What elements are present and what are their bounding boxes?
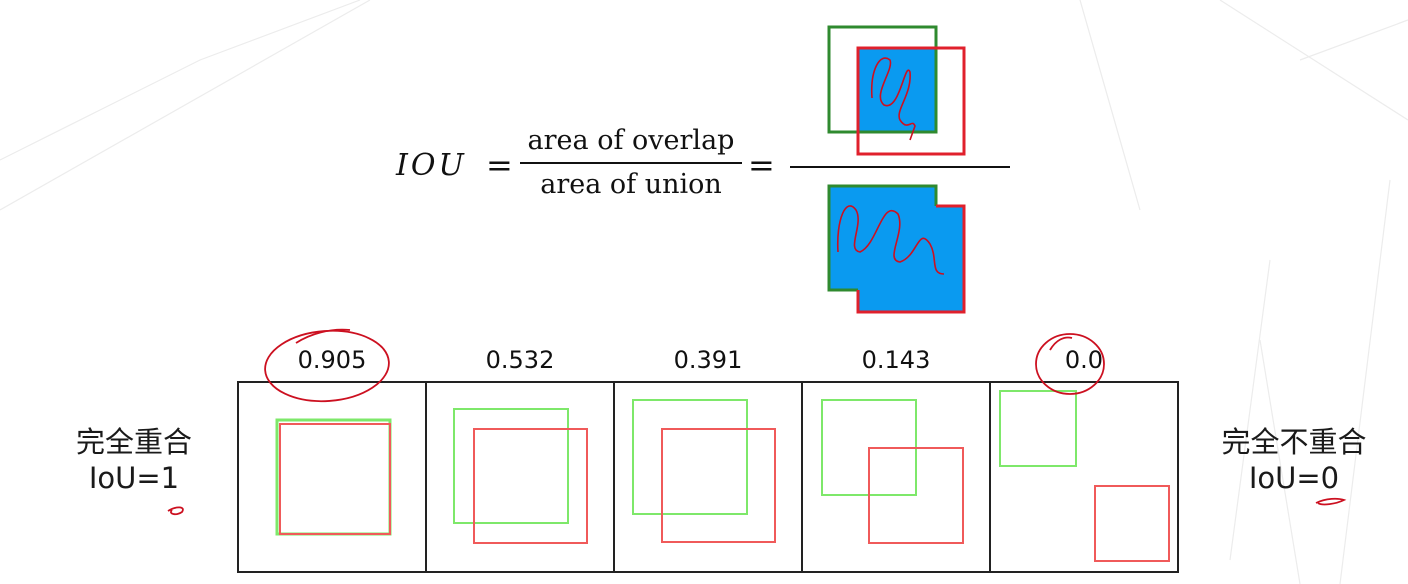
handwritten-annotations [167,328,1347,516]
predicted-box [868,447,964,544]
predicted-box [279,423,391,535]
iou-score: 0.905 [297,346,367,374]
equals-sign: = [748,146,775,184]
iou-score: 0.0 [1064,346,1104,374]
scribble-annotation [836,205,945,275]
predicted-box [473,428,588,544]
underline-mark [167,506,184,516]
example-panel-1 [275,418,392,536]
note-full-overlap: 完全重合 IoU=1 [54,424,214,496]
iou-score-row: 0.905 0.532 0.391 0.143 0.0 [238,346,1178,380]
text-fraction: area of overlap area of union [520,124,742,202]
scribble-annotation [870,57,916,141]
predicted-box [1094,485,1170,562]
example-panel-4 [821,399,964,544]
circle-annotation [264,329,390,403]
example-panel-3 [632,399,776,543]
note-no-overlap: 完全不重合 IoU=0 [1204,424,1384,496]
predicted-box [856,46,966,156]
union-green-edge [827,184,938,292]
iou-score: 0.143 [861,346,931,374]
predicted-box [661,428,776,543]
note-line: IoU=1 [88,461,180,495]
union-area [829,186,964,312]
ground-truth-box [827,25,938,134]
examples-frame [237,381,1179,573]
circle-annotation [1035,333,1105,395]
overlap-illustration [827,25,966,156]
fraction-numerator: area of overlap [527,125,735,156]
formula-lhs: IOU [396,148,467,183]
iou-score: 0.391 [673,346,743,374]
equals-sign: = [486,146,513,184]
underline-mark [1315,497,1347,506]
fraction-denominator: area of union [540,169,722,200]
note-line: 完全重合 [75,425,192,459]
note-line: 完全不重合 [1221,425,1367,459]
ground-truth-box [632,399,748,515]
note-line: IoU=0 [1248,461,1340,495]
circle-annotation [295,328,351,344]
example-panel-5 [999,390,1170,562]
ground-truth-box [453,408,569,524]
ground-truth-box [275,418,392,536]
iou-score: 0.532 [485,346,555,374]
union-red-edge [856,204,966,314]
fraction-bar [520,162,742,164]
union-illustration [827,184,966,314]
circle-annotation [1049,336,1073,351]
ground-truth-box [999,390,1077,467]
example-panel-2 [453,408,588,544]
